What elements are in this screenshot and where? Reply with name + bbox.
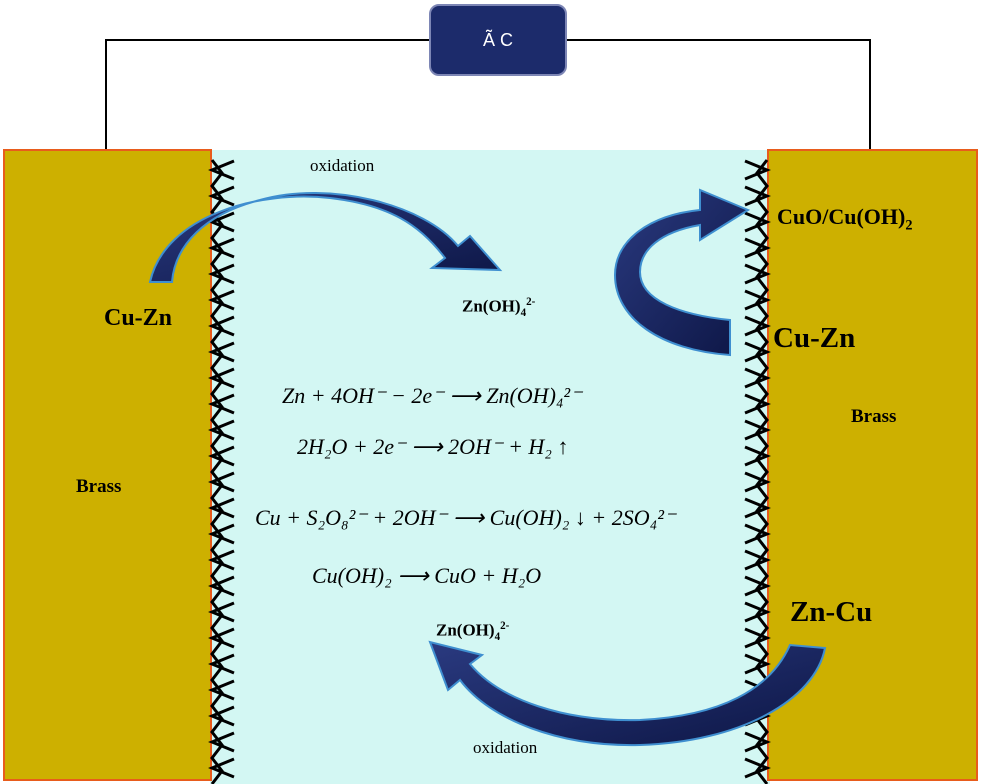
surface-chevron [744,471,771,493]
bottom-product-text: Zn(OH) [436,620,495,640]
external-circuit-wire [105,39,871,150]
surface-chevron [208,211,235,233]
surface-chevron [208,367,235,389]
surface-chevron [208,445,235,467]
equation-4: Cu(OH)₂ ⟶ CuO + H₂O [312,563,542,588]
right-alloy-label-bottom: Zn-Cu [790,596,873,628]
top-oxidation-label: oxidation [310,156,375,175]
surface-chevron [208,419,235,441]
top-product-label: Zn(OH)42- [462,296,535,319]
surface-chevron [744,315,771,337]
right-product-text: CuO/Cu(OH) [777,204,906,229]
right-brass-label: Brass [851,406,897,427]
surface-chevron [208,393,235,415]
top-oxidation-arrow [148,192,503,283]
electrolyte-region [210,150,770,784]
left-brass-label: Brass [76,476,122,497]
surface-chevron [208,315,235,337]
bottom-product-sup: 2- [500,620,510,632]
surface-chevron [744,549,771,571]
surface-chevron [208,757,235,779]
surface-chevron [744,367,771,389]
equation-3: Cu + S₂O₈²⁻ + 2OH⁻ ⟶ Cu(OH)₂ ↓ + 2SO₄²⁻ [255,505,676,530]
bottom-oxidation-arrow [428,640,827,747]
equation-2: 2H₂O + 2e⁻ ⟶ 2OH⁻ + H₂ ↑ [297,434,569,459]
surface-chevron [208,263,235,285]
surface-chevron [208,159,235,181]
surface-chevron [744,445,771,467]
surface-chevron [208,627,235,649]
surface-chevron [744,419,771,441]
surface-chevron [208,549,235,571]
surface-chevron [744,393,771,415]
top-product-sub: 4 [520,307,527,320]
right-product-sub: 2 [905,217,913,234]
surface-chevron [744,211,771,233]
top-product-text: Zn(OH) [462,296,521,316]
surface-chevron [744,159,771,181]
bottom-product-sub: 4 [494,631,501,644]
right-product-label: CuO/Cu(OH)2 [777,204,913,234]
surface-chevron [744,185,771,207]
right-alloy-label-top: Cu-Zn [773,322,856,354]
surface-chevron [208,523,235,545]
surface-chevron [744,289,771,311]
bottom-oxidation-label: oxidation [473,738,538,757]
top-product-sup: 2- [526,296,536,308]
surface-chevron [744,627,771,649]
surface-chevron [208,341,235,363]
surface-chevron [208,705,235,727]
surface-chevron [208,731,235,753]
surface-chevron [744,497,771,519]
surface-chevron [208,185,235,207]
surface-chevron [744,757,771,779]
surface-chevron [208,237,235,259]
surface-chevron [744,341,771,363]
surface-chevron [744,731,771,753]
surface-chevron [208,497,235,519]
surface-chevron [208,653,235,675]
right-circular-arrow [613,188,751,357]
surface-chevron [208,289,235,311]
surface-chevron [208,601,235,623]
left-alloy-label: Cu-Zn [104,305,173,331]
surface-chevron [744,601,771,623]
left-electrode-surface-zigzag [208,159,235,784]
surface-chevron [208,471,235,493]
bottom-product-label: Zn(OH)42- [436,620,509,643]
surface-chevron [744,653,771,675]
equation-1: Zn + 4OH⁻ − 2e⁻ ⟶ Zn(OH)₄²⁻ [282,383,582,408]
surface-chevron [744,263,771,285]
surface-chevron [208,575,235,597]
surface-chevron [208,679,235,701]
ac-label: Ã C [482,29,513,50]
surface-chevron [744,237,771,259]
ac-power-source: Ã C [429,4,567,76]
surface-chevron [744,575,771,597]
surface-chevron [744,523,771,545]
